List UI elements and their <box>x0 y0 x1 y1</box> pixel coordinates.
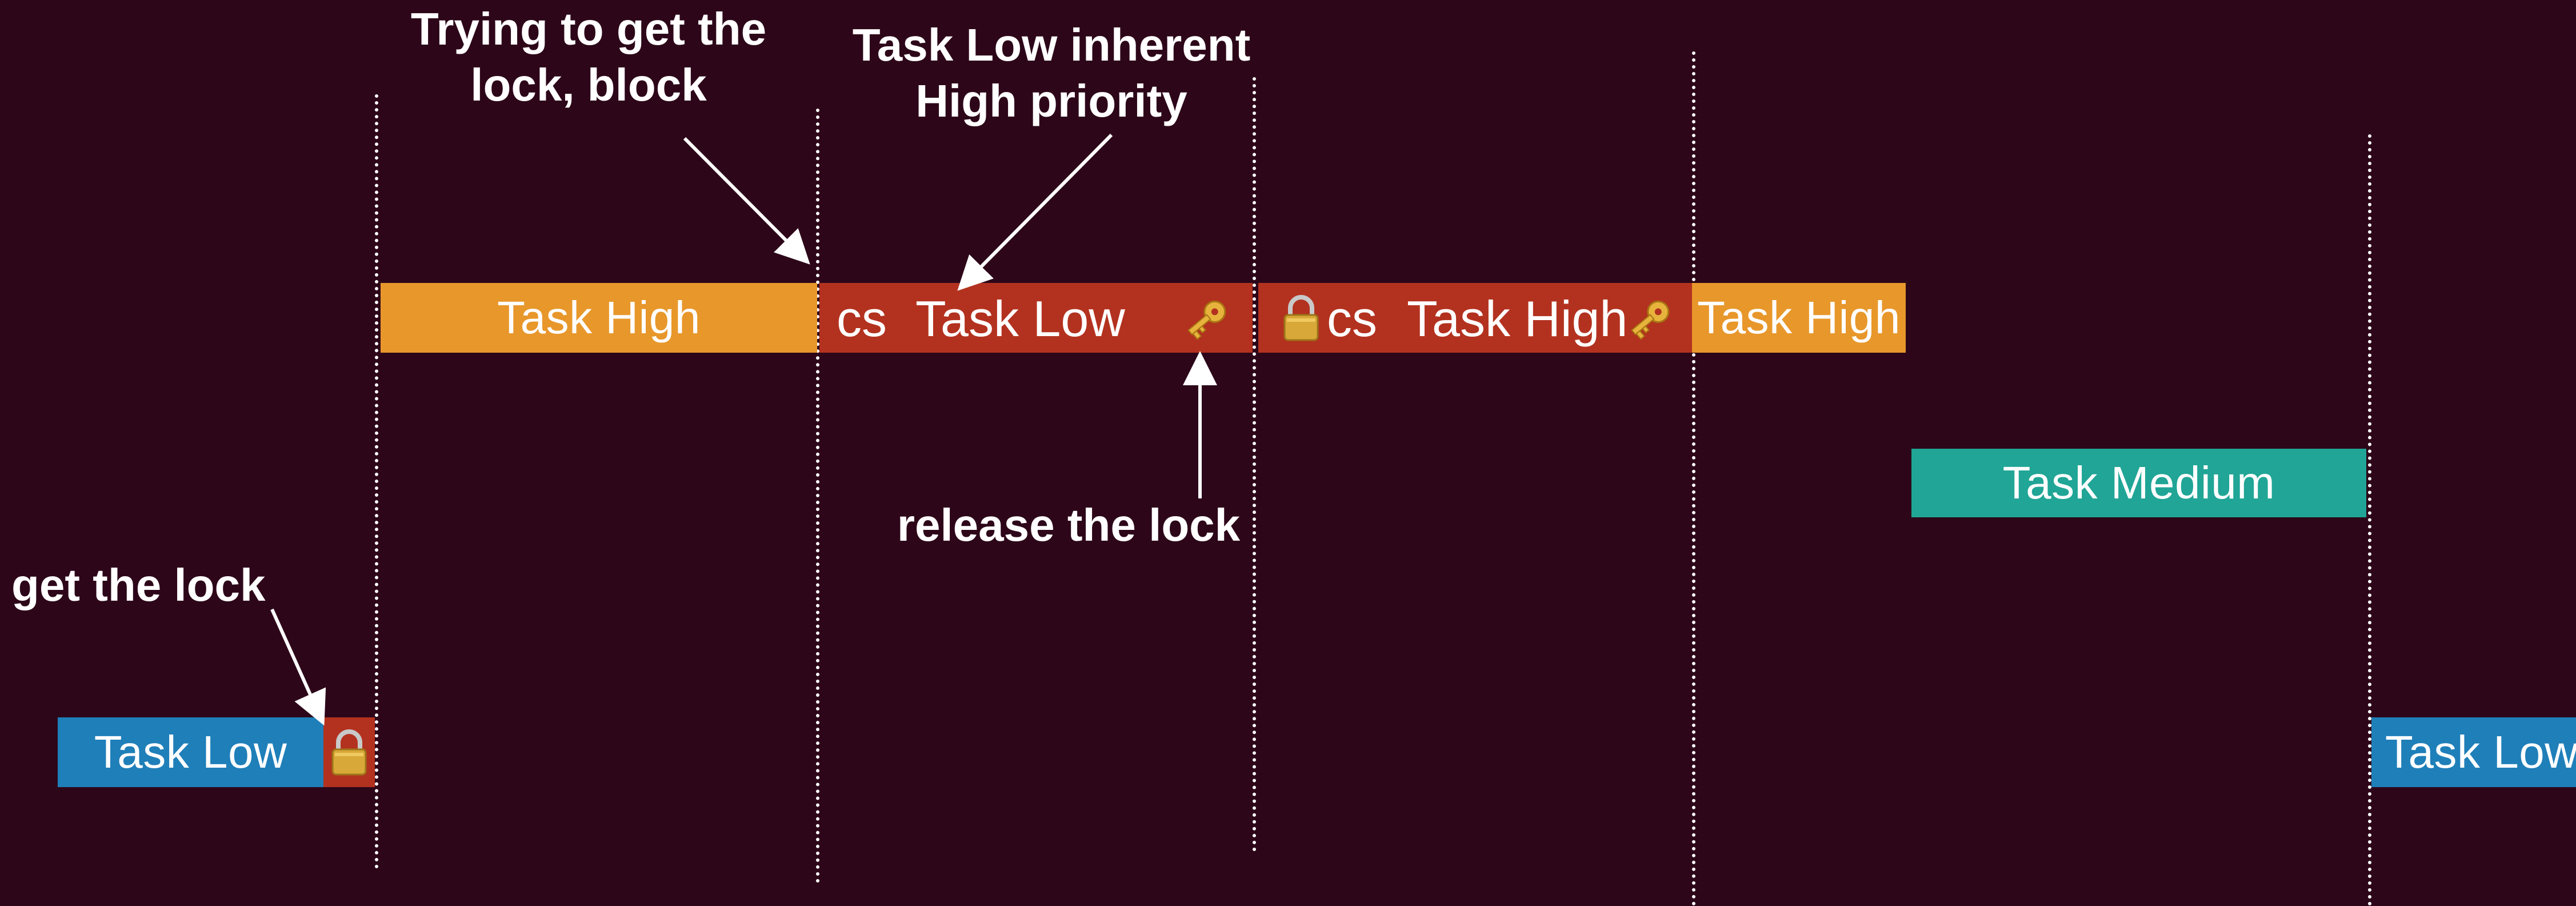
annotation-inherit-line2: High priority <box>915 75 1187 126</box>
annotation-release-lock: release the lock <box>880 497 1257 553</box>
annotation-get-lock-text: get the lock <box>11 560 266 610</box>
padlock-icon <box>1281 293 1321 342</box>
task-low-lock-segment <box>323 717 375 787</box>
time-boundary-2 <box>816 109 819 883</box>
cs-label-2: cs <box>1327 290 1377 347</box>
task-low-bar-start: Task Low <box>58 717 323 787</box>
time-boundary-4 <box>1692 51 1695 906</box>
task-low-label-start: Task Low <box>94 727 287 777</box>
arrow-inherit-priority <box>957 133 1113 291</box>
annotation-release-text: release the lock <box>897 500 1241 550</box>
time-boundary-1 <box>375 94 378 869</box>
annotation-trying-lock-line2: lock, block <box>470 59 707 110</box>
task-low-critical-section-bar: cs Task Low <box>819 283 1253 353</box>
task-low-cs-label: Task Low <box>915 290 1125 347</box>
annotation-trying-lock: Trying to get the lock, block <box>389 1 789 113</box>
task-low-bar-end: Task Low <box>2371 717 2576 787</box>
time-boundary-3 <box>1253 77 1256 852</box>
task-high-bar-2: Task High <box>1692 283 1906 353</box>
time-boundary-5 <box>2368 134 2371 906</box>
padlock-icon <box>329 728 369 777</box>
key-icon <box>1178 293 1235 344</box>
task-medium-label: Task Medium <box>2002 457 2275 508</box>
cs-label-1: cs <box>837 290 887 347</box>
annotation-inherit-line1: Task Low inherent <box>852 19 1251 70</box>
task-medium-bar: Task Medium <box>1911 449 2366 517</box>
task-high-critical-section-bar: cs Task High <box>1258 283 1692 353</box>
task-high-label-1: Task High <box>497 292 701 343</box>
arrow-get-lock <box>270 608 326 726</box>
task-high-bar-1: Task High <box>381 283 817 353</box>
task-low-label-end: Task Low <box>2385 727 2576 777</box>
task-high-label-2: Task High <box>1697 292 1901 343</box>
annotation-get-lock: get the lock <box>11 557 286 613</box>
arrow-trying-lock <box>683 137 810 265</box>
key-icon <box>1622 293 1679 344</box>
annotation-inherit-priority: Task Low inherent High priority <box>823 17 1280 129</box>
task-high-cs-label: Task High <box>1407 290 1628 347</box>
annotation-trying-lock-line1: Trying to get the <box>410 3 767 54</box>
